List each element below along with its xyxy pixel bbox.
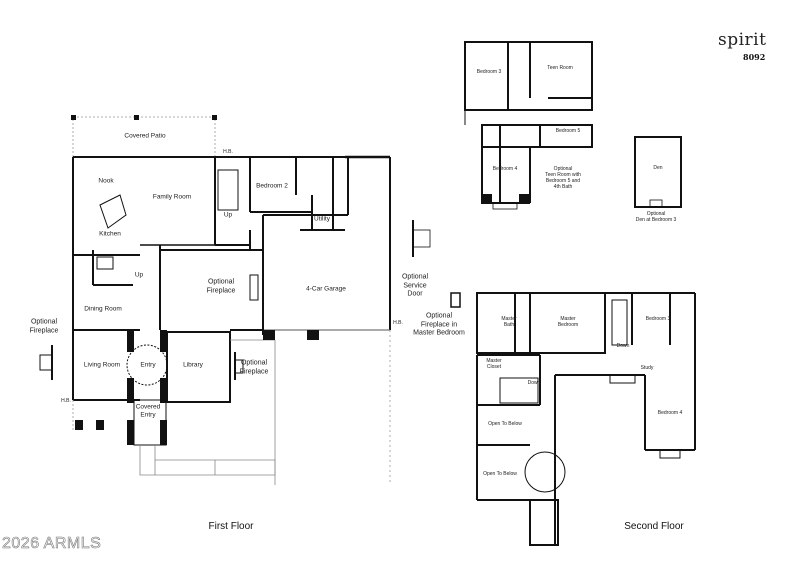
label-hose-bib-patio: H.B. <box>223 149 233 155</box>
label-bedroom-4: Bedroom 4 <box>657 410 683 416</box>
label-bedroom-2: Bedroom 2 <box>256 182 288 190</box>
label-den: Den <box>653 165 663 171</box>
plan-number: 8092 <box>743 52 766 62</box>
label-stair-down-left: Down <box>527 380 541 386</box>
den-option-walls <box>634 136 682 208</box>
note-optional-service-door: Optional Service Door <box>401 273 429 298</box>
brand-name: spirit <box>718 30 767 50</box>
note-optional-den: Optional Den at Bedroom 3 <box>635 211 677 223</box>
label-open-to-below-1: Open To Below <box>488 421 522 427</box>
label-master-closet: Master Closet <box>486 358 502 370</box>
watermark: 2026 ARMLS <box>2 535 102 553</box>
note-optional-fireplace-left: Optional Fireplace <box>29 318 59 335</box>
first-floor-walls <box>39 115 461 485</box>
label-covered-patio: Covered Patio <box>124 132 166 140</box>
label-teen-bedroom-5: Bedroom 5 <box>555 128 581 134</box>
teen-room-option-walls <box>464 41 593 210</box>
label-living-room: Living Room <box>83 361 121 369</box>
label-bedroom-3: Bedroom 3 <box>645 316 671 322</box>
note-optional-fireplace-master: Optional Fireplace in Master Bedroom <box>413 312 465 337</box>
label-optional-fireplace-center: Optional Fireplace <box>206 278 236 295</box>
note-optional-teen-room: Optional Teen Room with Bedroom 5 and 4t… <box>545 166 581 190</box>
label-master-bath: Master Bath <box>501 316 517 328</box>
label-master-bedroom: Master Bedroom <box>557 316 579 328</box>
second-floor-title: Second Floor <box>624 521 684 532</box>
label-family-room: Family Room <box>152 193 192 201</box>
label-dining-room: Dining Room <box>84 305 122 313</box>
label-garage: 4-Car Garage <box>306 285 346 293</box>
label-kitchen: Kitchen <box>99 230 121 238</box>
label-nook: Nook <box>98 177 114 185</box>
label-library: Library <box>183 361 203 369</box>
label-entry: Entry <box>140 361 156 369</box>
note-optional-fireplace-library: Optional Fireplace <box>239 359 269 376</box>
first-floor-title: First Floor <box>208 521 254 532</box>
label-teen-room: Teen Room <box>547 65 573 71</box>
label-utility: Utility <box>314 215 330 223</box>
label-study: Study <box>640 365 654 371</box>
second-floor-walls <box>476 292 696 546</box>
label-open-to-below-2: Open To Below <box>483 471 517 477</box>
label-hose-bib-garage: H.B. <box>393 320 403 326</box>
label-stair-up-rear: Up <box>223 211 233 219</box>
label-teen-bedroom-4: Bedroom 4 <box>492 166 518 172</box>
label-stair-down-right: Down <box>616 343 630 349</box>
label-stair-up-front: Up <box>134 271 144 279</box>
label-covered-entry: Covered Entry <box>135 403 161 419</box>
label-hose-bib-front: H.B. <box>61 398 71 404</box>
label-teen-bedroom-3: Bedroom 3 <box>476 69 502 75</box>
